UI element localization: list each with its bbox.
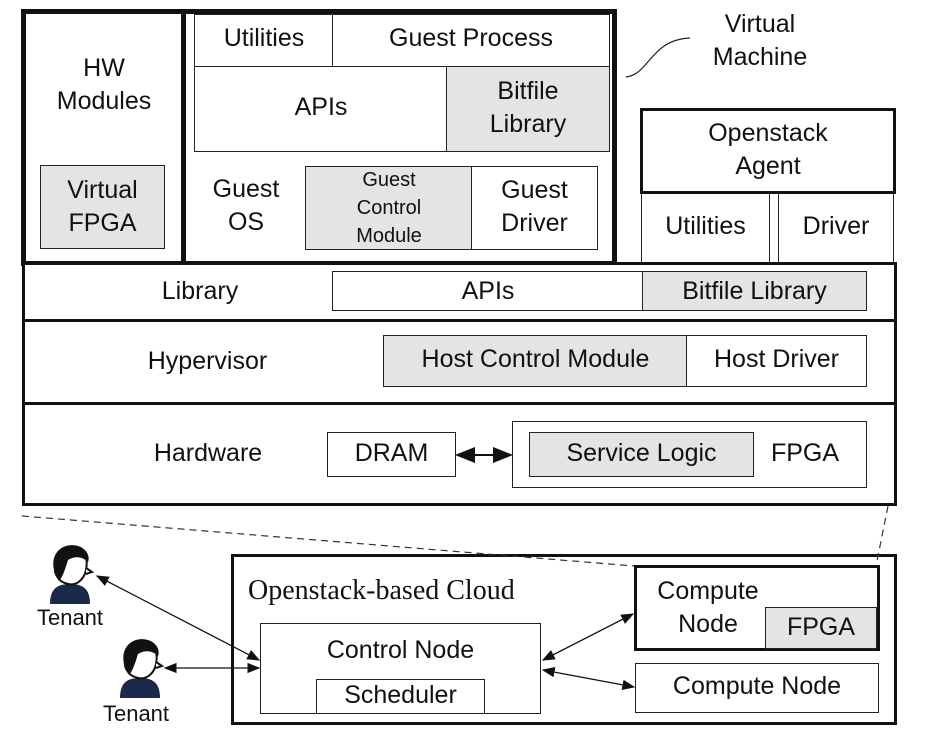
guest-driver-box xyxy=(471,166,598,250)
vm-utilities-box xyxy=(194,14,334,68)
agent-driver-box xyxy=(778,190,894,266)
tenant-label-1: Tenant xyxy=(36,605,104,630)
scheduler-box xyxy=(316,679,485,714)
vm-callout-line xyxy=(625,37,691,78)
library-apis-box xyxy=(332,271,644,311)
tenant-icon-1 xyxy=(50,545,95,604)
service-logic-label: Service Logic xyxy=(566,439,717,467)
agent-utilities-label: Utilities xyxy=(665,212,746,240)
host-driver-label: Host Driver xyxy=(713,345,839,373)
openstack-agent-label: Openstack Agent xyxy=(708,119,828,180)
vm-bitfile-library-box xyxy=(446,66,610,152)
vm-apis-box xyxy=(194,66,448,152)
host-control-module-label: Host Control Module xyxy=(421,345,650,373)
guest-process-label: Guest Process xyxy=(389,24,553,52)
dram-label: DRAM xyxy=(354,439,429,467)
compute-node-fpga-label: Compute Node xyxy=(657,577,759,638)
guest-control-module-label: Guest Control Module xyxy=(356,169,422,247)
fpga-label: FPGA xyxy=(770,439,840,467)
vm-apis-label: APIs xyxy=(294,93,348,121)
host-control-module-box xyxy=(383,335,688,387)
library-label: Library xyxy=(161,277,239,305)
hw-modules-label: HW Modules xyxy=(56,54,152,115)
vm-utilities-label: Utilities xyxy=(223,24,305,52)
library-divider xyxy=(22,319,897,322)
guest-control-module-box xyxy=(305,166,473,250)
compute-fpga-label: FPGA xyxy=(786,613,856,641)
hypervisor-label: Hypervisor xyxy=(147,347,268,375)
tenant-label-2: Tenant xyxy=(102,701,170,726)
compute-node-box xyxy=(635,663,879,713)
agent-utilities-box xyxy=(641,190,770,266)
virtual-fpga-label: Virtual FPGA xyxy=(67,176,138,237)
service-logic-box xyxy=(529,432,754,477)
agent-driver-label: Driver xyxy=(802,212,870,240)
compute-node-label: Compute Node xyxy=(672,672,842,700)
hardware-label: Hardware xyxy=(153,439,263,467)
library-bitfile-box xyxy=(642,271,867,311)
openstack-agent-box xyxy=(640,108,896,194)
guest-driver-label: Guest Driver xyxy=(501,176,568,237)
vm-bitfile-library-label: Bitfile Library xyxy=(489,77,567,138)
virtual-fpga-box xyxy=(40,165,165,249)
scheduler-label: Scheduler xyxy=(344,681,457,709)
tenant-icon-2 xyxy=(120,639,165,698)
hypervisor-divider xyxy=(22,402,897,405)
compute-fpga-box xyxy=(765,607,877,649)
library-apis-label: APIs xyxy=(461,277,515,305)
control-node-label: Control Node xyxy=(326,636,475,664)
library-bitfile-label: Bitfile Library xyxy=(682,277,827,305)
cloud-title: Openstack-based Cloud xyxy=(248,575,515,606)
virtual-machine-title: Virtual Machine xyxy=(712,10,808,71)
dram-box xyxy=(327,432,456,477)
guest-os-label: Guest OS xyxy=(212,175,280,236)
host-driver-box xyxy=(686,335,867,387)
